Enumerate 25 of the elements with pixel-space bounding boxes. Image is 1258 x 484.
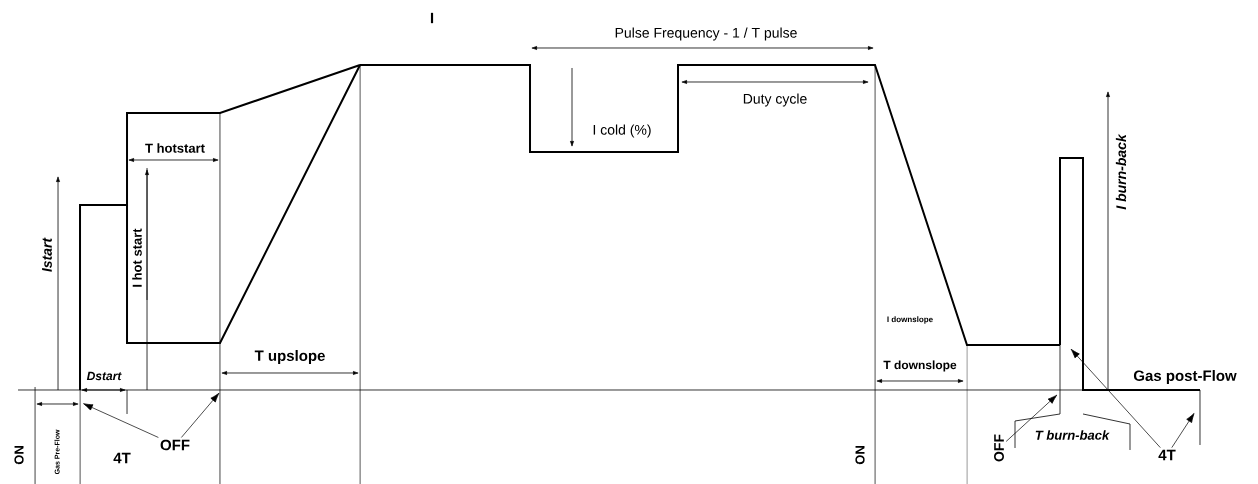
- leader-line: [181, 392, 220, 438]
- callout-label: OFF: [160, 439, 190, 451]
- callout-label: 4T: [1158, 449, 1176, 461]
- dimension-label: ON: [14, 446, 24, 465]
- dimension-label: 4T: [113, 452, 131, 464]
- dimension-label: T upslope: [254, 350, 325, 364]
- dimension-label: I hot start: [132, 228, 142, 287]
- leader-line: [1070, 348, 1161, 448]
- dimension-label: Istart: [42, 237, 52, 272]
- dimension-label: T hotstart: [145, 143, 205, 153]
- dimension-label: I downslope: [887, 316, 933, 324]
- dimension-label: T burn-back: [1035, 430, 1110, 440]
- dimension-label: Dstart: [86, 371, 122, 381]
- dimension-label: I: [430, 12, 434, 24]
- dimension-label: Pulse Frequency - 1 / T pulse: [615, 27, 797, 41]
- leader-line: [83, 403, 159, 438]
- dimension-label: Gas post-Flow: [1133, 370, 1237, 384]
- leader-line: [1171, 413, 1195, 448]
- dimension-label: I cold (%): [593, 124, 651, 138]
- dimension-label: I burn-back: [1115, 133, 1127, 210]
- leader-line: [1005, 394, 1058, 442]
- dimension-label: Duty cycle: [743, 93, 807, 107]
- dimension-label: ON: [855, 446, 865, 465]
- callout-label: OFF: [994, 434, 1004, 462]
- dimension-label: T downslope: [883, 360, 957, 372]
